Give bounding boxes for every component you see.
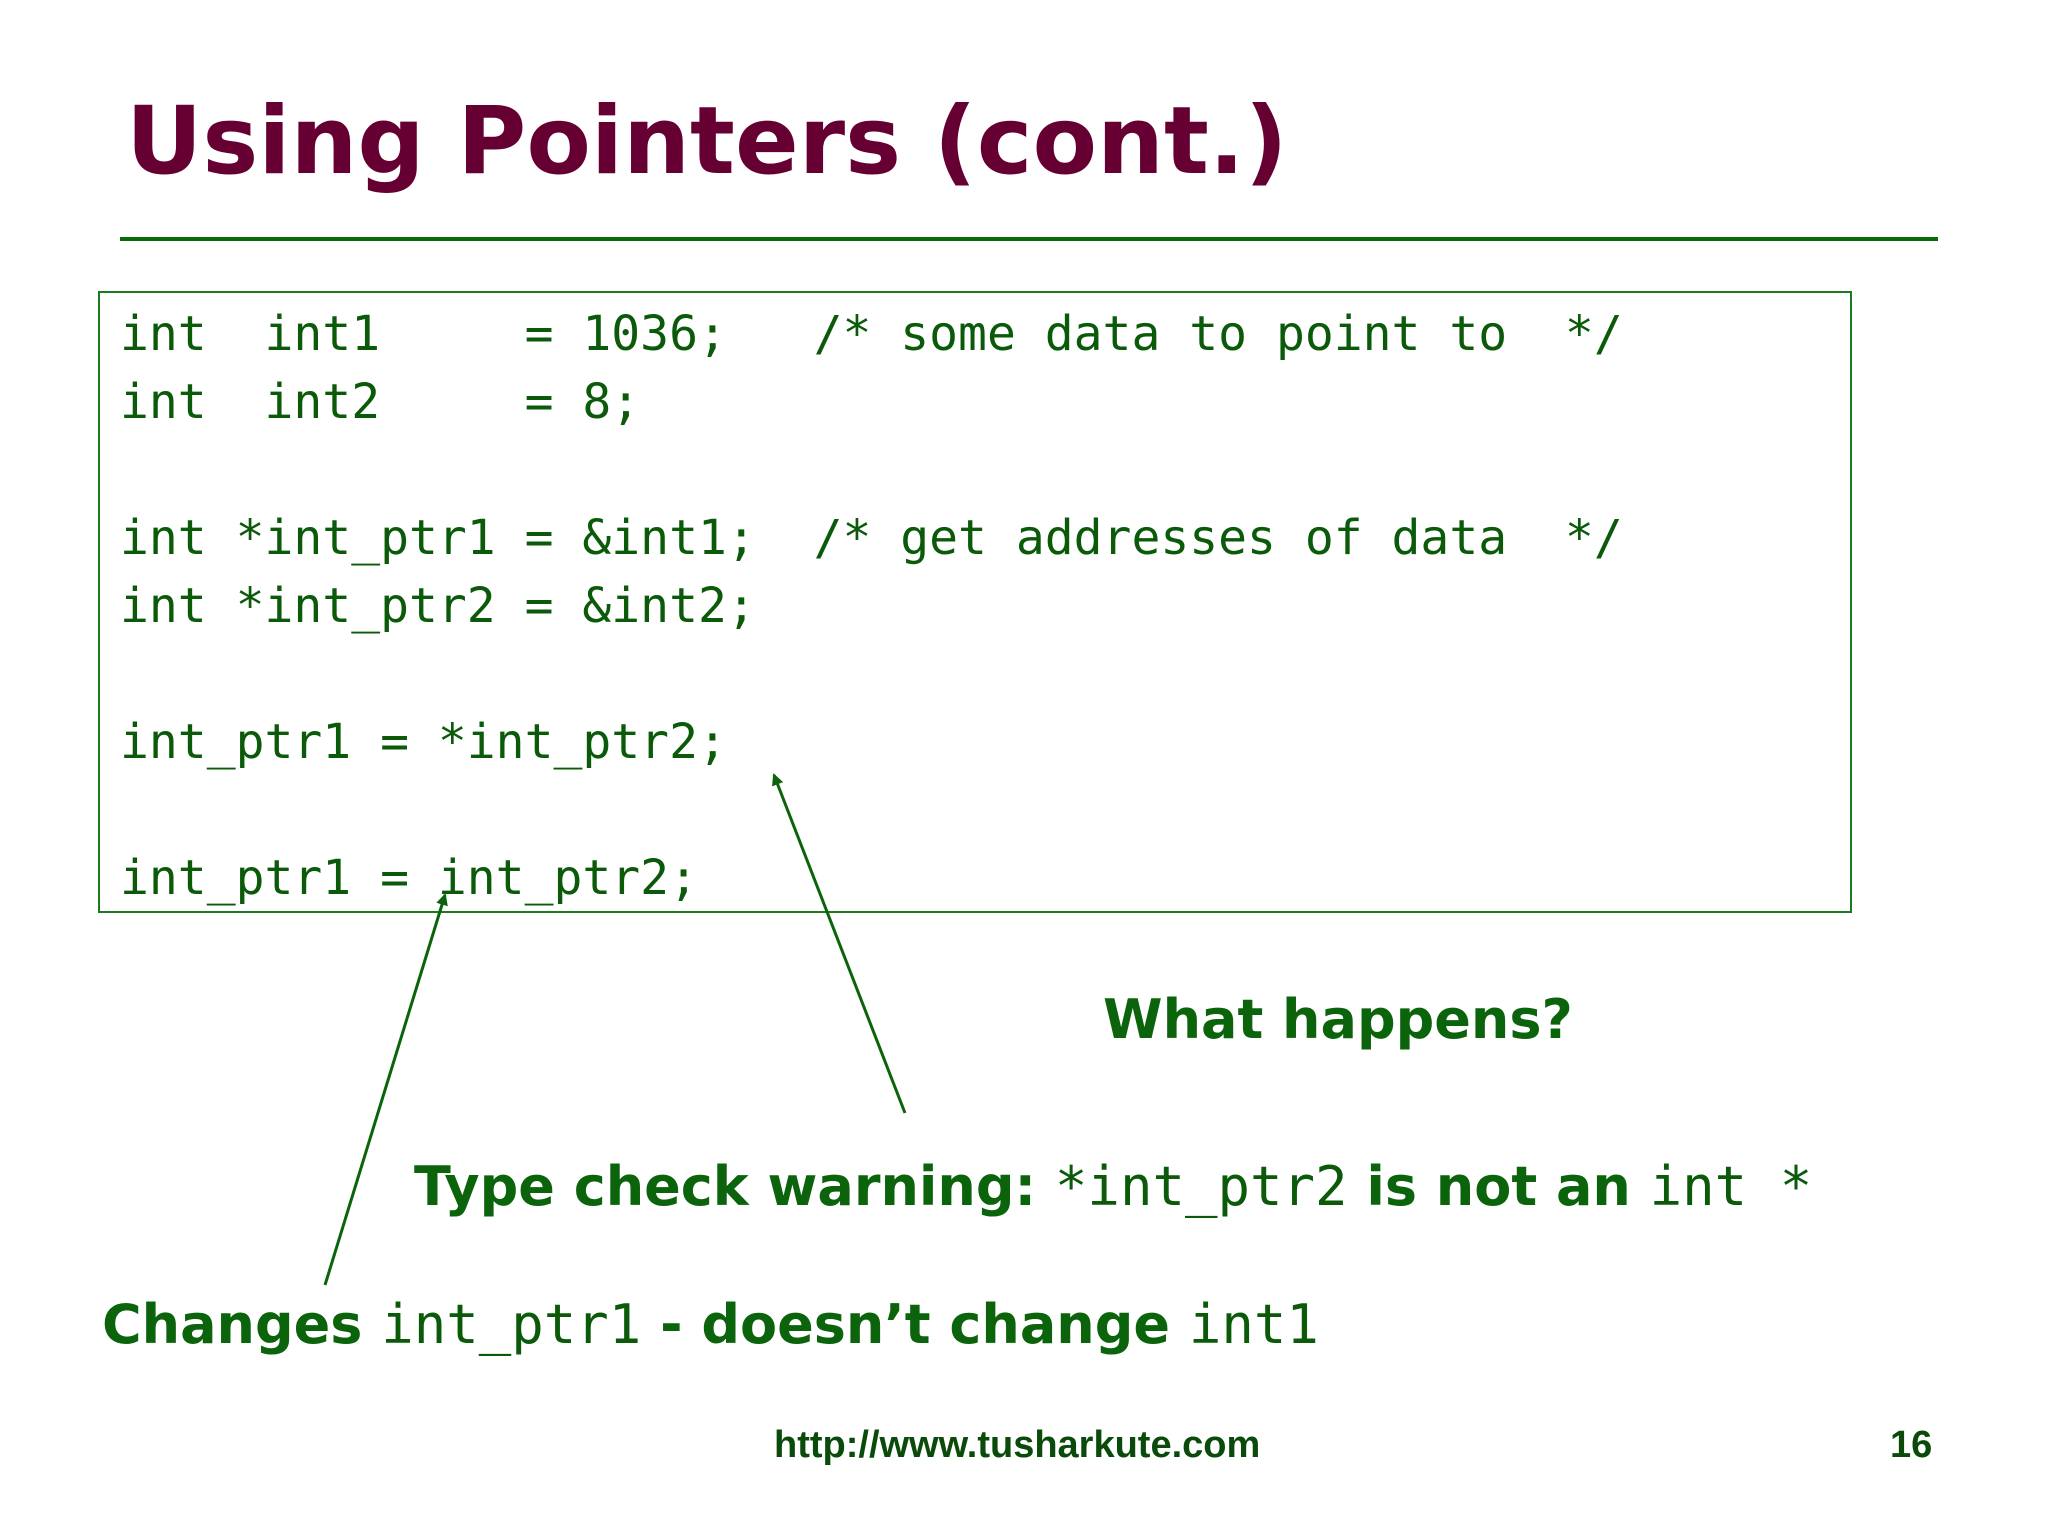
footer-url: http://www.tusharkute.com: [774, 1424, 1261, 1466]
warning-code-2: int *: [1649, 1155, 1813, 1218]
note-middle: - doesn’t change: [660, 1293, 1171, 1356]
arrow-to-assign-line: [323, 893, 448, 1286]
code-line-4: int *int_ptr2 = &int2;: [120, 578, 756, 634]
question-text: What happens?: [1103, 988, 1573, 1051]
note-code-1: int_ptr1: [381, 1293, 642, 1356]
warning-text: is not an: [1366, 1155, 1631, 1218]
code-line-5: int_ptr1 = *int_ptr2;: [120, 714, 727, 770]
code-block: [98, 291, 1852, 913]
change-note: Changes int_ptr1 - doesn’t change int1: [102, 1298, 1319, 1352]
note-prefix: Changes: [102, 1293, 363, 1356]
code-line-6: int_ptr1 = int_ptr2;: [120, 850, 698, 906]
code-line-1: int int1 = 1036; /* some data to point t…: [120, 306, 1623, 362]
title-divider: [120, 237, 1938, 241]
code-line-3: int *int_ptr1 = &int1; /* get addresses …: [120, 510, 1623, 566]
code-line-2: int int2 = 8;: [120, 374, 641, 430]
type-check-warning: Type check warning: *int_ptr2 is not an …: [414, 1160, 1812, 1214]
slide-title: Using Pointers (cont.): [126, 87, 1288, 196]
note-code-2: int1: [1188, 1293, 1319, 1356]
page-number: 16: [1890, 1424, 1933, 1466]
warning-code-1: *int_ptr2: [1054, 1155, 1348, 1218]
warning-label: Type check warning:: [414, 1155, 1037, 1218]
arrow-to-deref-line: [772, 773, 907, 1114]
